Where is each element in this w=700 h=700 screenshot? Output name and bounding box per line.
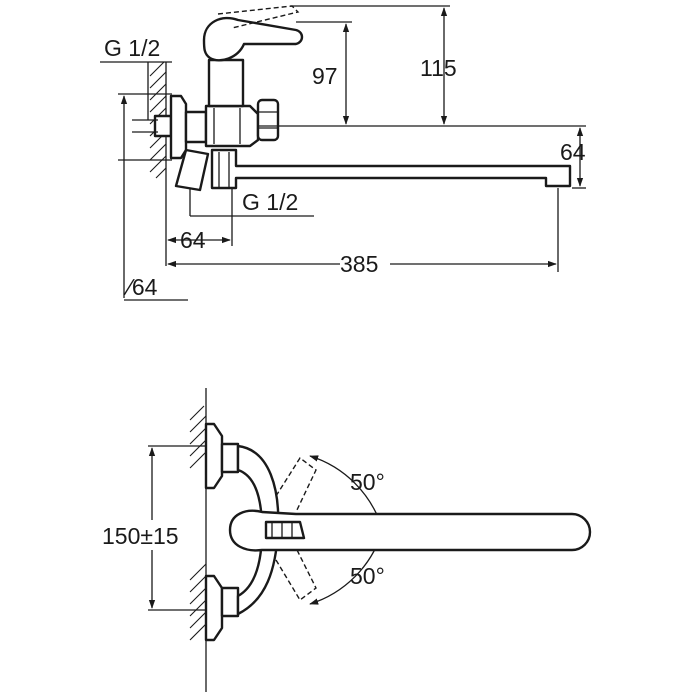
front-view: 50° 50° 150±15: [102, 388, 592, 692]
upper-inlet: [204, 422, 240, 490]
label-inlet-offset: 64: [180, 227, 206, 253]
inlet-fitting: [132, 94, 208, 160]
label-centers: 150±15: [102, 523, 179, 549]
label-flange-diameter: ∕64: [123, 274, 158, 300]
front-lever: [228, 509, 592, 552]
valve-body: [204, 58, 280, 148]
dim-flange-diameter: ∕64: [118, 93, 188, 301]
label-spout-height: 64: [560, 139, 586, 165]
label-angle-up: 50°: [350, 469, 385, 495]
spout: [210, 148, 572, 190]
dim-thread-bottom: G 1/2: [189, 188, 314, 217]
label-thread-top: G 1/2: [104, 35, 160, 61]
lower-inlet: [204, 574, 240, 642]
dim-inlet-offset: 64: [165, 178, 233, 266]
label-height-lever: 97: [312, 63, 338, 89]
lever-handle: [202, 5, 304, 62]
wall-hatching-front: [189, 388, 207, 692]
side-view: G 1/2 97 115 64 G 1/2: [100, 5, 586, 301]
label-spout-length: 385: [340, 251, 378, 277]
dim-spout-length: 385: [167, 188, 559, 277]
lever-range-outlines: [275, 456, 317, 602]
mixer-body: [236, 444, 280, 616]
dim-centers: 150±15: [102, 445, 206, 611]
label-thread-bottom: G 1/2: [242, 189, 298, 215]
label-angle-down: 50°: [350, 563, 385, 589]
dim-thread-top: G 1/2: [100, 35, 172, 120]
label-height-total: 115: [420, 55, 457, 81]
dim-height-lever: 97: [258, 21, 352, 127]
dim-height-total: 115: [290, 5, 586, 127]
diverter-knob: [174, 148, 210, 192]
dim-spout-height: 64: [560, 127, 586, 189]
